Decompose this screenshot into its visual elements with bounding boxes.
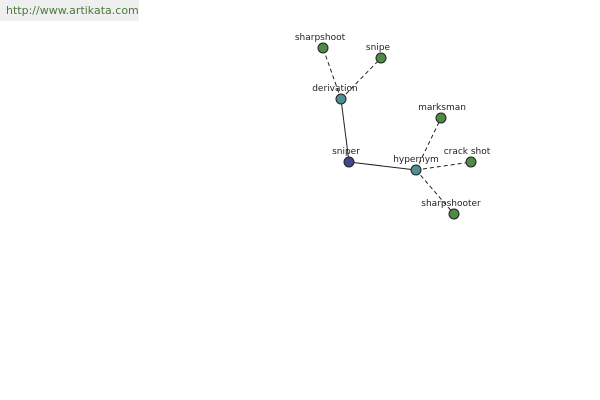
node-label-sharpshoot[interactable]: sharpshoot: [295, 33, 346, 43]
node-marksman[interactable]: [435, 112, 447, 124]
node-label-snipe[interactable]: snipe: [366, 43, 391, 53]
edge-hypernym-sharpshooter: [415, 169, 455, 215]
edge-derivation-snipe: [340, 57, 382, 100]
node-sharpshooter[interactable]: [448, 208, 460, 220]
edge-derivation-sharpshoot: [322, 47, 342, 100]
node-snipe[interactable]: [375, 52, 387, 64]
edge-sniper-derivation: [340, 98, 350, 163]
source-url-text[interactable]: http://www.artikata.com: [6, 4, 139, 17]
node-label-derivation[interactable]: derivation: [312, 84, 358, 94]
node-sharpshoot[interactable]: [317, 42, 329, 54]
graph-labels: sniper derivation hypernym sharpshoot snipe m…: [295, 33, 491, 209]
source-url-banner[interactable]: http://www.artikata.com: [0, 0, 139, 21]
edge-hypernym-crack-shot: [415, 161, 472, 171]
node-sniper[interactable]: [343, 156, 355, 168]
graph-nodes: [317, 42, 477, 220]
node-derivation[interactable]: [335, 93, 347, 105]
edge-sniper-hypernym: [348, 161, 417, 171]
node-label-hypernym[interactable]: hypernym: [393, 155, 439, 165]
node-crack-shot[interactable]: [465, 156, 477, 168]
node-label-crack-shot[interactable]: crack shot: [444, 147, 491, 157]
node-label-marksman[interactable]: marksman: [418, 103, 466, 113]
node-label-sniper[interactable]: sniper: [332, 147, 360, 157]
edge-hypernym-marksman: [415, 117, 442, 171]
node-label-sharpshooter[interactable]: sharpshooter: [421, 199, 481, 209]
node-hypernym[interactable]: [410, 164, 422, 176]
graph-edges: [322, 47, 472, 215]
